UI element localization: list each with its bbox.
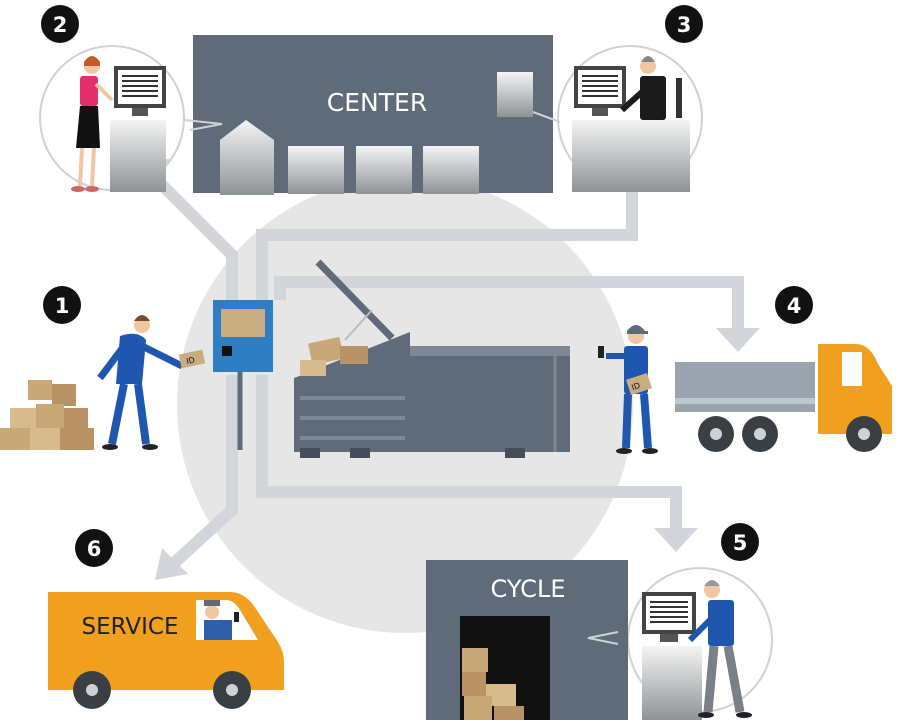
boxes-pile (0, 380, 94, 450)
svg-text:5: 5 (733, 531, 748, 555)
step-badge-4: 4 (775, 286, 813, 324)
worker-man-desk (619, 56, 682, 120)
worker-with-id-card: ID (97, 315, 206, 450)
inspector-worker: ID (598, 325, 658, 454)
svg-text:6: 6 (87, 537, 102, 561)
arrowhead-truck (716, 328, 760, 352)
compactor (294, 259, 570, 458)
service-van: SERVICE (48, 592, 284, 709)
workstation-5 (642, 580, 752, 720)
worker-cycle (687, 580, 752, 718)
svg-text:2: 2 (53, 13, 68, 37)
svg-text:4: 4 (787, 294, 802, 318)
step-badge-1: 1 (43, 286, 81, 324)
arrowhead-service (155, 548, 188, 580)
step-badge-2: 2 (41, 5, 79, 43)
arrow-to-center-3 (256, 170, 638, 300)
collection-truck (675, 344, 892, 452)
arrow-to-cycle (256, 375, 682, 535)
svg-text:1: 1 (55, 294, 70, 318)
center-building: CENTER (193, 35, 561, 195)
service-label: SERVICE (82, 614, 179, 640)
id-terminal (213, 300, 273, 450)
center-label: CENTER (327, 88, 427, 117)
workstation-2 (71, 56, 166, 192)
arrow-to-center-2 (140, 163, 238, 300)
arrow-to-service (167, 375, 238, 570)
id-card-label-1: ID (186, 356, 196, 367)
worker-woman (71, 56, 114, 192)
arrow-to-truck (274, 276, 744, 335)
id-card-label-4: ID (630, 381, 641, 392)
cycle-building: CYCLE (426, 560, 628, 720)
flow-arrows (140, 163, 744, 570)
step-badge-5: 5 (721, 523, 759, 561)
step-badge-6: 6 (75, 529, 113, 567)
svg-text:3: 3 (677, 13, 692, 37)
step-badge-3: 3 (665, 5, 703, 43)
cycle-label: CYCLE (491, 575, 566, 603)
workstation-3 (572, 56, 690, 192)
arrowhead-cycle (654, 528, 698, 552)
step-badges: 2 3 1 4 5 6 (41, 5, 813, 567)
